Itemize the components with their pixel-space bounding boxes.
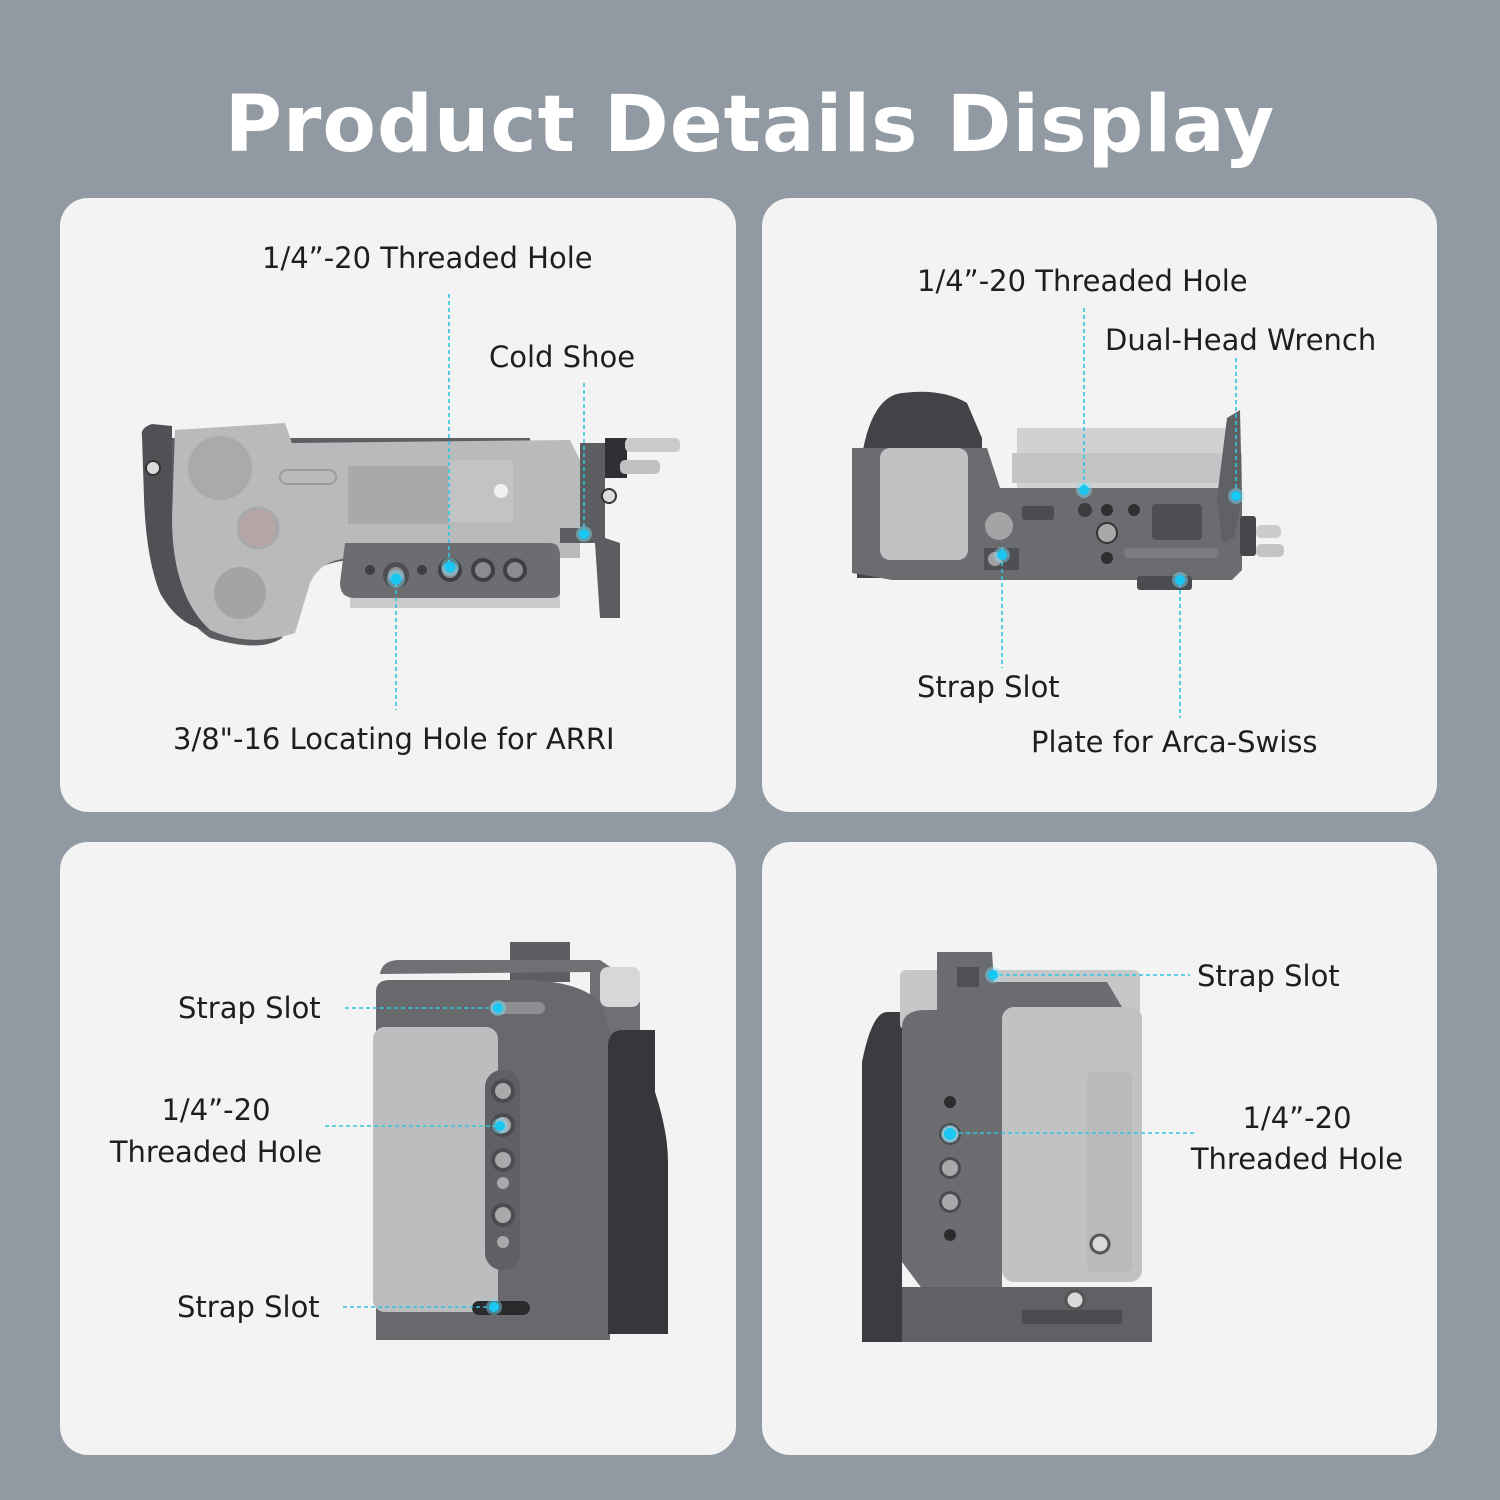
camera-cage-bottom-view-image <box>852 308 1284 718</box>
callout-strap-slot-bottom-label: Strap Slot <box>177 1290 320 1324</box>
camera-cage-right-side-image <box>325 942 668 1340</box>
camera-cage-top-view-image <box>141 294 680 710</box>
callout-threaded-hole-line2: Threaded Hole <box>109 1135 323 1169</box>
callout-threaded-hole-label: 1/4”-20 Threaded Hole <box>262 241 593 275</box>
callout-cold-shoe-label: Cold Shoe <box>489 340 636 374</box>
panel-right-side-view: Strap Slot 1/4”-20 Threaded Hole Strap S… <box>60 842 736 1455</box>
callout-strap-slot-label: Strap Slot <box>1197 959 1340 993</box>
panel-top-view: 1/4”-20 Threaded Hole Cold Shoe 3/8"-16 … <box>60 198 736 812</box>
callout-arri-locating-hole-label: 3/8"-16 Locating Hole for ARRI <box>173 722 615 756</box>
panel-left-side-view: Strap Slot 1/4”-20 Threaded Hole <box>762 842 1437 1455</box>
callout-strap-slot-label: Strap Slot <box>917 670 1060 704</box>
callout-threaded-hole-line1: 1/4”-20 <box>161 1093 271 1127</box>
callout-threaded-hole-label: 1/4”-20 Threaded Hole <box>917 264 1248 298</box>
callout-threaded-hole-line1: 1/4”-20 <box>1242 1101 1352 1135</box>
callout-dual-head-wrench-label: Dual-Head Wrench <box>1105 323 1377 357</box>
callout-threaded-hole-line2: Threaded Hole <box>1190 1142 1404 1176</box>
page-title: Product Details Display <box>224 80 1276 170</box>
callout-strap-slot-top-label: Strap Slot <box>178 991 321 1025</box>
callout-arca-swiss-plate-label: Plate for Arca-Swiss <box>1031 725 1318 759</box>
panel-bottom-view: 1/4”-20 Threaded Hole Dual-Head Wrench S… <box>762 198 1437 812</box>
camera-cage-left-side-image <box>862 952 1194 1342</box>
